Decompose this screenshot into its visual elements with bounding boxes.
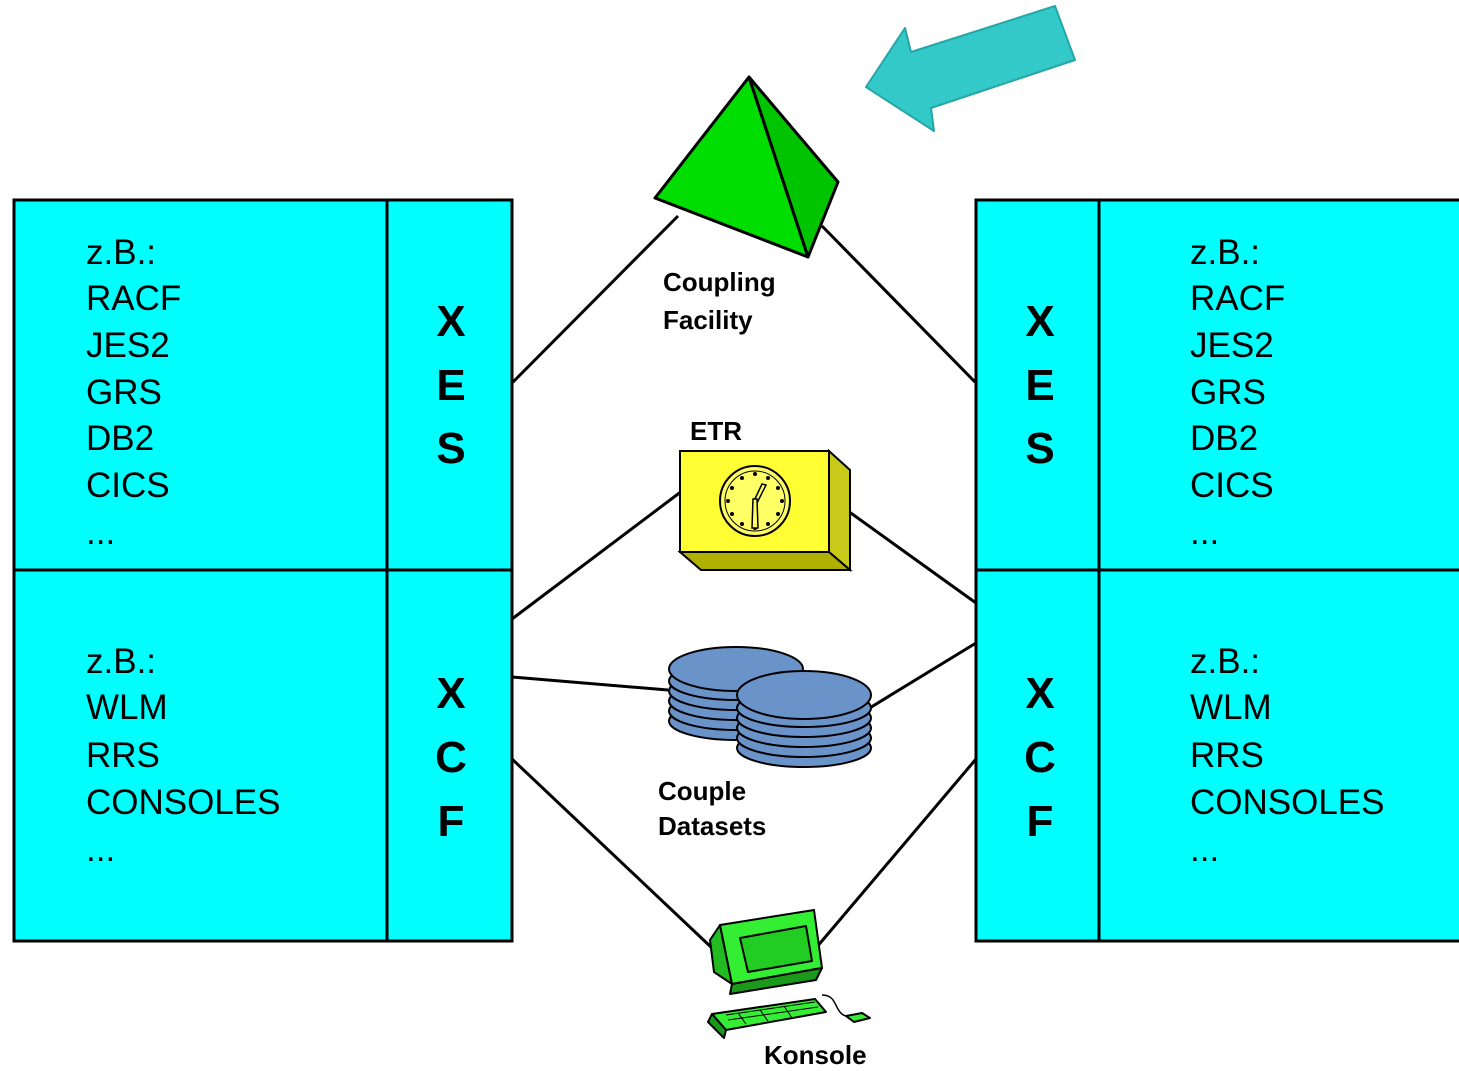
right-xcf-letter: C — [1024, 733, 1056, 782]
left-xcf-letter: X — [436, 669, 465, 718]
left-xes-letter: E — [436, 361, 465, 410]
console-icon — [707, 909, 871, 1039]
etr-clock-icon — [677, 448, 853, 573]
right-upper-item: DB2 — [1190, 419, 1258, 458]
left-xcf-column: X C F — [435, 669, 467, 846]
right-lower-item: ... — [1190, 830, 1219, 869]
line-left-cf — [510, 214, 680, 385]
console-label: Konsole — [764, 1040, 867, 1070]
couple-datasets-label: Datasets — [658, 811, 766, 841]
right-upper-item: JES2 — [1190, 326, 1274, 365]
right-upper-item: z.B.: — [1190, 233, 1260, 272]
left-lower-item: CONSOLES — [86, 783, 281, 822]
left-lower-items: z.B.: WLM RRS CONSOLES ... — [86, 642, 281, 869]
left-xes-column: X E S — [436, 297, 465, 473]
couple-datasets-icon — [668, 646, 872, 768]
line-left-console — [510, 757, 714, 950]
right-system: X E S z.B.: RACF JES2 GRS DB2 CICS ... X… — [974, 198, 1459, 943]
right-xcf-letter: F — [1027, 797, 1054, 846]
couple-datasets-label: Couple — [658, 776, 746, 806]
right-xcf-letter: X — [1025, 669, 1054, 718]
right-upper-item: RACF — [1190, 279, 1285, 318]
left-upper-item: z.B.: — [86, 233, 156, 272]
left-lower-item: RRS — [86, 736, 160, 775]
left-upper-item: DB2 — [86, 419, 154, 458]
right-lower-item: CONSOLES — [1190, 783, 1385, 822]
left-upper-item: GRS — [86, 373, 162, 412]
right-upper-items: z.B.: RACF JES2 GRS DB2 CICS ... — [1190, 233, 1285, 552]
line-left-datasets — [511, 675, 669, 692]
etr-label: ETR — [690, 416, 742, 446]
line-right-cf — [820, 224, 978, 385]
left-xcf-letter: F — [438, 797, 465, 846]
right-xes-letter: S — [1025, 424, 1054, 473]
line-right-datasets — [867, 641, 977, 711]
coupling-facility-icon — [653, 75, 840, 259]
line-right-etr — [847, 509, 977, 605]
right-upper-item: GRS — [1190, 373, 1266, 412]
coupling-facility-label: Coupling — [663, 267, 776, 297]
left-upper-item: JES2 — [86, 326, 170, 365]
right-upper-item: ... — [1190, 513, 1219, 552]
right-lower-item: z.B.: — [1190, 642, 1260, 681]
left-upper-item: CICS — [86, 466, 170, 505]
line-right-console — [814, 758, 978, 949]
left-lower-item: z.B.: — [86, 642, 156, 681]
left-lower-item: WLM — [86, 688, 168, 727]
left-system: z.B.: RACF JES2 GRS DB2 CICS ... X E S z… — [12, 198, 514, 943]
line-left-etr — [511, 489, 683, 621]
right-xes-letter: X — [1025, 297, 1054, 346]
right-lower-item: RRS — [1190, 736, 1264, 775]
right-xcf-column: X C F — [1024, 669, 1056, 846]
arrow-icon — [865, 5, 1076, 132]
left-upper-items: z.B.: RACF JES2 GRS DB2 CICS ... — [86, 233, 181, 552]
left-upper-item: ... — [86, 513, 115, 552]
connection-lines — [510, 214, 978, 950]
coupling-facility-label: Facility — [663, 305, 753, 335]
disk-stack-front — [736, 670, 872, 768]
right-upper-item: CICS — [1190, 466, 1274, 505]
right-lower-item: WLM — [1190, 688, 1272, 727]
left-xcf-letter: C — [435, 733, 467, 782]
right-xes-column: X E S — [1025, 297, 1054, 473]
left-xes-letter: X — [436, 297, 465, 346]
right-lower-items: z.B.: WLM RRS CONSOLES ... — [1190, 642, 1385, 869]
left-xes-letter: S — [436, 424, 465, 473]
right-xes-letter: E — [1025, 361, 1054, 410]
left-lower-item: ... — [86, 830, 115, 869]
left-upper-item: RACF — [86, 279, 181, 318]
